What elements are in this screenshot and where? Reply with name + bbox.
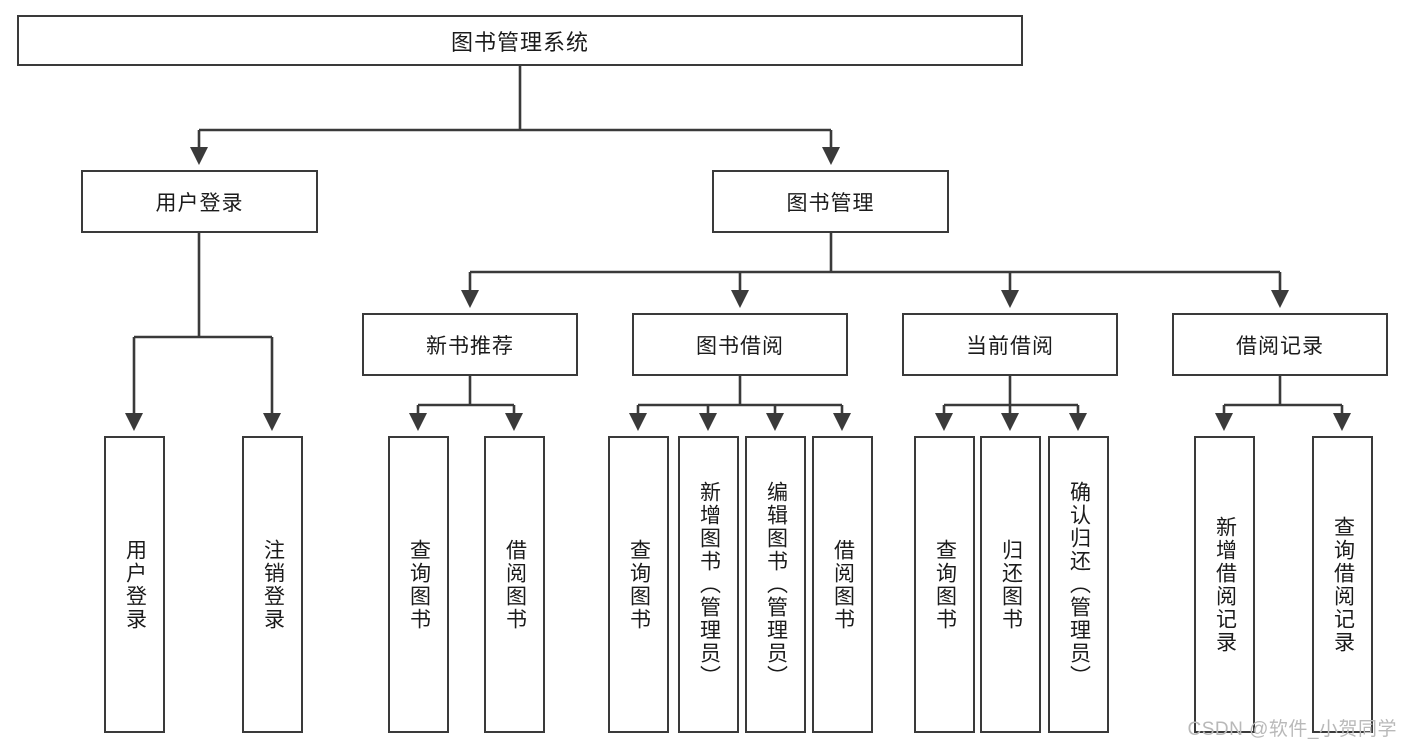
node-label: 查询图书	[933, 538, 957, 631]
leaf-borrow-add-book-admin[interactable]: 新增图书（管理员）	[678, 436, 739, 733]
node-label: 借阅记录	[1236, 334, 1324, 358]
node-label: 编辑图书（管理员）	[764, 481, 788, 688]
node-label: 确认归还（管理员）	[1067, 481, 1091, 688]
node-label: 查询图书	[407, 538, 431, 631]
node-root-system[interactable]: 图书管理系统	[17, 15, 1023, 66]
node-label: 图书管理系统	[450, 29, 589, 55]
leaf-user-login-logout[interactable]: 注销登录	[242, 436, 303, 733]
leaf-borrow-borrow-book[interactable]: 借阅图书	[812, 436, 873, 733]
node-label: 用户登录	[155, 191, 244, 215]
node-borrow-record[interactable]: 借阅记录	[1172, 313, 1388, 376]
leaf-user-login-login[interactable]: 用户登录	[104, 436, 165, 733]
node-book-borrow[interactable]: 图书借阅	[632, 313, 848, 376]
node-label: 查询借阅记录	[1331, 515, 1355, 654]
leaf-current-query-book[interactable]: 查询图书	[914, 436, 975, 733]
node-label: 借阅图书	[831, 538, 855, 631]
node-user-login[interactable]: 用户登录	[81, 170, 318, 233]
node-book-management[interactable]: 图书管理	[712, 170, 949, 233]
leaf-current-return-book[interactable]: 归还图书	[980, 436, 1041, 733]
node-label: 用户登录	[123, 538, 147, 631]
node-new-book-recommend[interactable]: 新书推荐	[362, 313, 578, 376]
node-label: 图书管理	[786, 191, 875, 215]
node-label: 借阅图书	[503, 538, 527, 631]
node-label: 图书借阅	[696, 334, 784, 358]
leaf-borrow-query-book[interactable]: 查询图书	[608, 436, 669, 733]
leaf-current-confirm-return-admin[interactable]: 确认归还（管理员）	[1048, 436, 1109, 733]
leaf-borrow-edit-book-admin[interactable]: 编辑图书（管理员）	[745, 436, 806, 733]
node-label: 归还图书	[999, 538, 1023, 631]
node-current-borrow[interactable]: 当前借阅	[902, 313, 1118, 376]
node-label: 新书推荐	[426, 334, 514, 358]
node-label: 查询图书	[627, 538, 651, 631]
leaf-record-query-record[interactable]: 查询借阅记录	[1312, 436, 1373, 733]
node-label: 注销登录	[261, 538, 285, 631]
leaf-record-add-record[interactable]: 新增借阅记录	[1194, 436, 1255, 733]
node-label: 新增借阅记录	[1213, 515, 1237, 654]
leaf-recommend-borrow-book[interactable]: 借阅图书	[484, 436, 545, 733]
csdn-watermark: CSDN @软件_小贺同学	[1187, 719, 1397, 740]
leaf-recommend-query-book[interactable]: 查询图书	[388, 436, 449, 733]
node-label: 当前借阅	[966, 334, 1054, 358]
node-label: 新增图书（管理员）	[697, 481, 721, 688]
